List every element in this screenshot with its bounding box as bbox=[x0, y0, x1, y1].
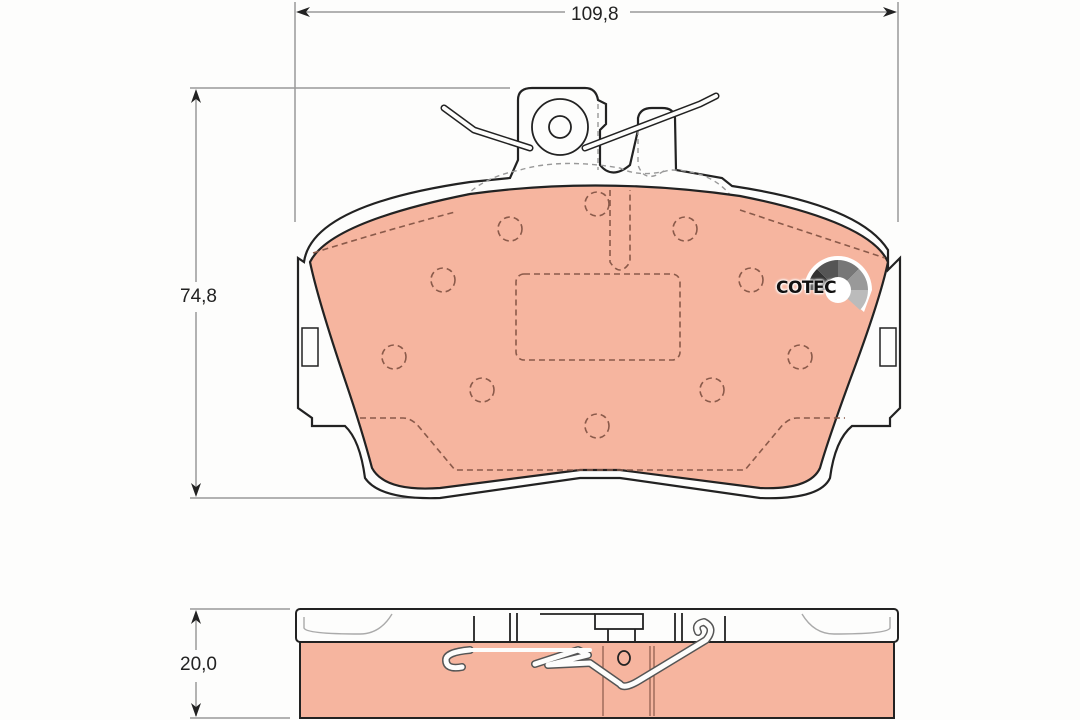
arrow-up-icon bbox=[191, 610, 201, 624]
dimension-height bbox=[190, 87, 510, 499]
side-tab-left bbox=[301, 327, 319, 367]
dimension-width-label: 109,8 bbox=[567, 4, 623, 26]
pin-hole bbox=[548, 115, 572, 139]
dimension-thickness bbox=[190, 608, 290, 719]
dimension-width bbox=[294, 2, 899, 222]
hidden-lines-backplate bbox=[454, 104, 741, 213]
dimension-height-label: 74,8 bbox=[176, 286, 221, 308]
wear-indicator-outline bbox=[515, 273, 681, 361]
dimension-thickness-label: 20,0 bbox=[176, 654, 221, 676]
arrow-down-icon bbox=[191, 483, 201, 497]
side-tab-right bbox=[879, 327, 897, 367]
cotec-logo-text: COTEC bbox=[776, 278, 837, 298]
arrow-up-icon bbox=[191, 89, 201, 103]
arrow-right-icon bbox=[883, 7, 897, 17]
gauge-icon bbox=[804, 256, 872, 312]
side-backing-plate bbox=[295, 608, 899, 643]
arrow-left-icon bbox=[296, 7, 310, 17]
spring-clip bbox=[440, 92, 720, 152]
side-view bbox=[295, 608, 899, 719]
hidden-lines-pad bbox=[312, 190, 886, 471]
side-friction-block bbox=[299, 641, 895, 719]
side-pin-hole bbox=[617, 650, 631, 666]
arrow-down-icon bbox=[191, 703, 201, 717]
friction-pad bbox=[308, 184, 890, 490]
